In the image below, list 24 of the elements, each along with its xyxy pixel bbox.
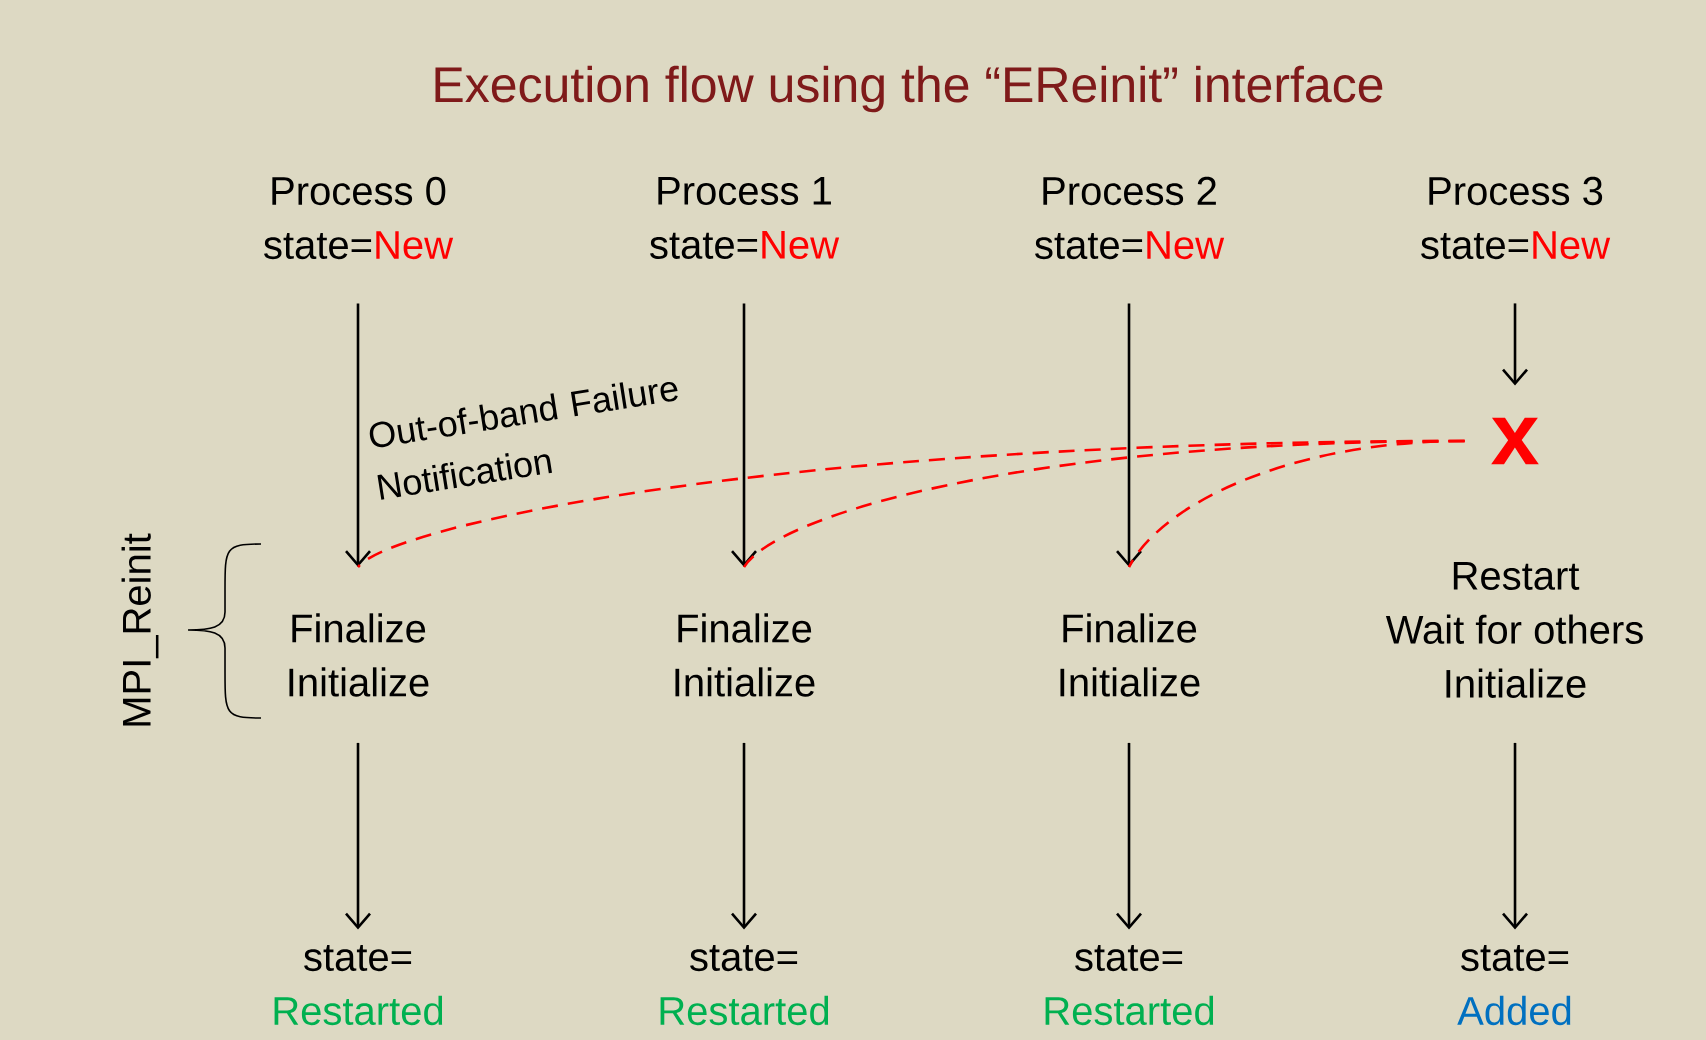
state-text: state= Restarted xyxy=(660,944,829,1026)
step-text: Finalize Initialize xyxy=(289,613,429,697)
step-text: Finalize Initialize xyxy=(675,613,815,697)
slide-title: Execution flow using the “EReinit” interface xyxy=(435,65,1383,113)
process-header: Process 1 state=New xyxy=(650,177,840,259)
process-header: Process 0 state=New xyxy=(264,176,454,260)
side-label: MPI_Reinit xyxy=(121,533,159,726)
state-text: state= Restarted xyxy=(1045,944,1214,1026)
process-header: Process 3 state=New xyxy=(1421,176,1611,260)
failure-mark: x xyxy=(1491,417,1539,465)
arrow xyxy=(345,742,371,930)
arrow xyxy=(1116,742,1142,930)
state-text: state= Restarted xyxy=(274,944,443,1026)
process-header: Process 2 state=New xyxy=(1035,176,1225,260)
arrow xyxy=(731,742,757,930)
arrow xyxy=(1116,303,1142,568)
arrow xyxy=(1502,742,1528,930)
annotation-text: Out-of-band Failure Notification xyxy=(369,381,678,500)
arrow xyxy=(731,303,757,568)
arrow xyxy=(345,303,371,568)
step-text: Restart Wait for others Initialize xyxy=(1385,562,1643,698)
arrow xyxy=(1502,303,1528,386)
step-text: Finalize Initialize xyxy=(1060,613,1200,697)
state-text: state= Added xyxy=(1457,944,1571,1026)
